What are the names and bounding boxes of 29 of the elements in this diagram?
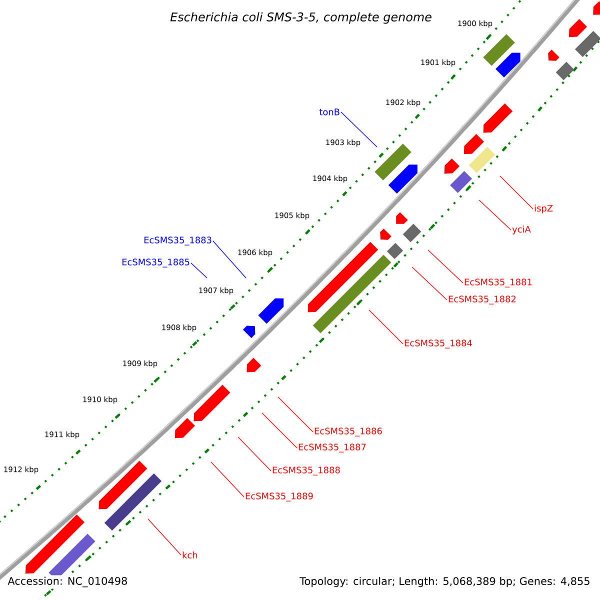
title: Escherichia coli SMS-3-5, complete genome [170, 12, 432, 24]
leader-line [210, 462, 244, 498]
leader-line [238, 436, 272, 472]
gene-label: EcSMS35_1884 [404, 340, 472, 348]
leader-line [262, 412, 298, 448]
gene-label: EcSMS35_1882 [448, 296, 516, 304]
leader-line [500, 176, 534, 210]
footer-text: Accession: NC_010498 [6, 575, 130, 589]
gene-label: EcSMS35_1885 [122, 258, 190, 268]
footer-text: Topology: circular; Length: 5,068,389 bp; Genes: 4,855 [298, 575, 592, 589]
leader-line [340, 112, 378, 148]
gene-label: EcSMS35_1888 [272, 466, 340, 476]
leader-line [278, 396, 314, 432]
gene-label: ispZ [534, 204, 553, 214]
leader-line [212, 240, 246, 278]
leader-line [478, 200, 512, 230]
leader-line [190, 262, 208, 278]
gene-label: kch [182, 552, 198, 558]
gene-label: EcSMS35_1886 [314, 428, 382, 436]
gene-label: EcSMS35_1883 [144, 236, 212, 246]
gene-label: tonB [319, 108, 340, 116]
gene-label: EcSMS35_1881 [464, 278, 532, 288]
gene-label: EcSMS35_1887 [298, 444, 366, 452]
leader-line [148, 518, 182, 556]
leader-line [428, 250, 464, 284]
gene-label: EcSMS35_1889 [246, 492, 313, 502]
leader-line [368, 310, 404, 344]
leader-line [412, 266, 448, 300]
gene-label: yciA [512, 226, 531, 234]
